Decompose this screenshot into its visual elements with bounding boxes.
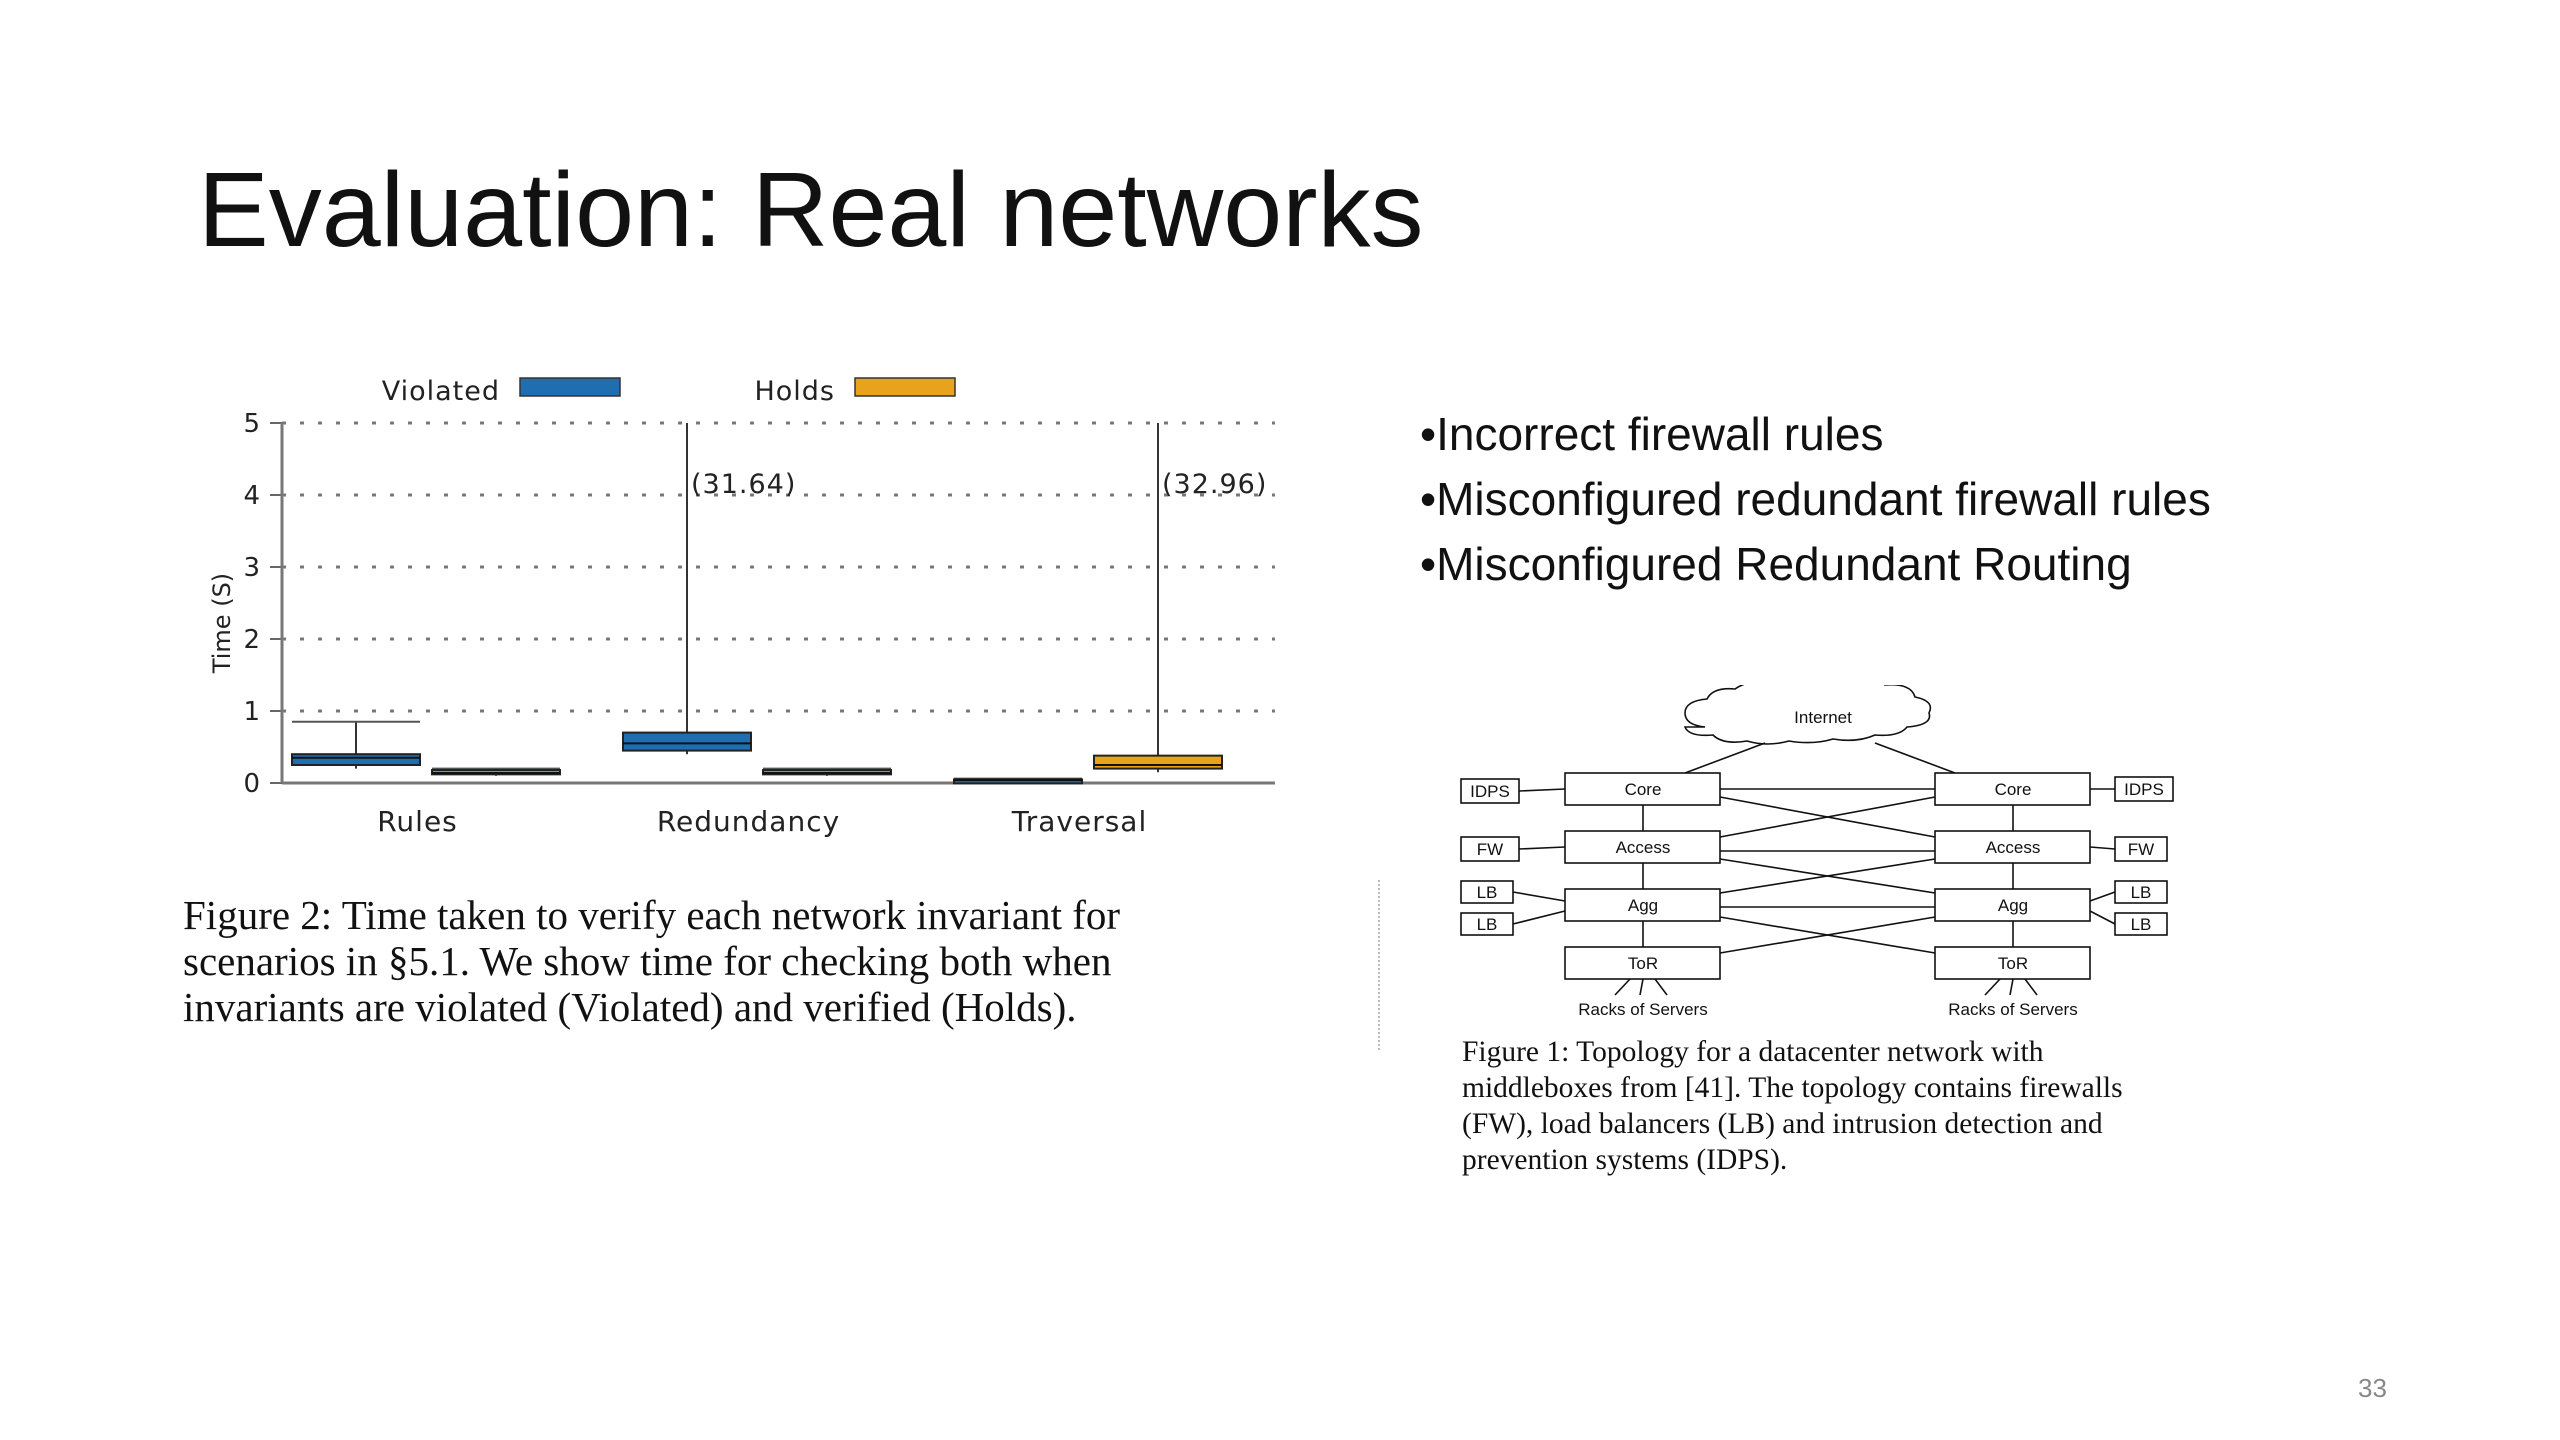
figure2-caption-line: Figure 2: Time taken to verify each netw…: [183, 892, 1121, 938]
figure1-caption-line: (FW), load balancers (LB) and intrusion …: [1462, 1108, 2103, 1140]
y-tick-label: 1: [243, 697, 260, 727]
internet-cloud: [1683, 685, 1932, 745]
lb-left-label-1: LB: [1477, 883, 1498, 902]
bullet-list: •Incorrect firewall rules •Misconfigured…: [1420, 402, 2211, 597]
idps-left-label: IDPS: [1470, 782, 1510, 801]
legend-swatch: [854, 377, 956, 397]
access-left-label: Access: [1616, 838, 1671, 857]
box: [1093, 754, 1223, 770]
y-tick-label: 5: [243, 409, 260, 439]
racks-left-label: Racks of Servers: [1578, 1000, 1707, 1019]
y-tick-label: 2: [243, 625, 260, 655]
column-divider: [1378, 880, 1380, 1050]
figure1-caption-line: Figure 1: Topology for a datacenter netw…: [1462, 1036, 2044, 1068]
agg-left-label: Agg: [1628, 896, 1658, 915]
whisker-annotation: (32.96): [1162, 469, 1267, 500]
bullet-item: •Misconfigured redundant firewall rules: [1420, 473, 2211, 525]
access-right-label: Access: [1986, 838, 2041, 857]
box: [622, 731, 752, 752]
fw-left-label: FW: [1477, 840, 1503, 859]
agg-right-label: Agg: [1998, 896, 2028, 915]
figure2-caption-line: scenarios in §5.1. We show time for chec…: [183, 938, 1112, 984]
x-tick-label: Traversal: [1011, 805, 1148, 838]
figure2-caption: Figure 2: Time taken to verify each netw…: [183, 892, 1333, 1030]
lb-right-label-2: LB: [2131, 915, 2152, 934]
lb-left-label-2: LB: [1477, 915, 1498, 934]
core-left-label: Core: [1625, 780, 1662, 799]
lb-right-label-1: LB: [2131, 883, 2152, 902]
x-tick-label: Rules: [377, 805, 458, 838]
figure2-caption-line: invariants are violated (Violated) and v…: [183, 984, 1077, 1030]
figure1-caption-line: prevention systems (IDPS).: [1462, 1144, 1788, 1176]
tor-right-label: ToR: [1998, 954, 2028, 973]
topology-diagram: Internet Core Core Access Access Agg Agg…: [1460, 685, 2174, 1019]
bullet-item: •Incorrect firewall rules: [1420, 408, 1884, 460]
figure1-caption: Figure 1: Topology for a datacenter netw…: [1462, 1034, 2168, 1178]
legend-label: Holds: [754, 376, 835, 407]
y-tick-label: 4: [243, 481, 260, 511]
box: [291, 753, 421, 767]
y-axis-label: Time (S): [208, 573, 236, 674]
slide-title: Evaluation: Real networks: [198, 151, 1424, 269]
y-tick-label: 0: [243, 769, 260, 799]
y-tick-label: 3: [243, 553, 260, 583]
page-number: 33: [2358, 1373, 2387, 1403]
idps-right-label: IDPS: [2124, 780, 2164, 799]
legend-label: Violated: [382, 376, 500, 407]
x-tick-label: Redundancy: [657, 805, 840, 838]
bullet-item: •Misconfigured Redundant Routing: [1420, 538, 2132, 590]
core-right-label: Core: [1995, 780, 2032, 799]
figure1-caption-line: middleboxes from [41]. The topology cont…: [1462, 1072, 2123, 1104]
internet-label: Internet: [1794, 708, 1852, 727]
tor-left-label: ToR: [1628, 954, 1658, 973]
whisker-annotation: (31.64): [691, 469, 796, 500]
fw-right-label: FW: [2128, 840, 2154, 859]
legend-swatch: [519, 377, 621, 397]
racks-right-label: Racks of Servers: [1948, 1000, 2077, 1019]
